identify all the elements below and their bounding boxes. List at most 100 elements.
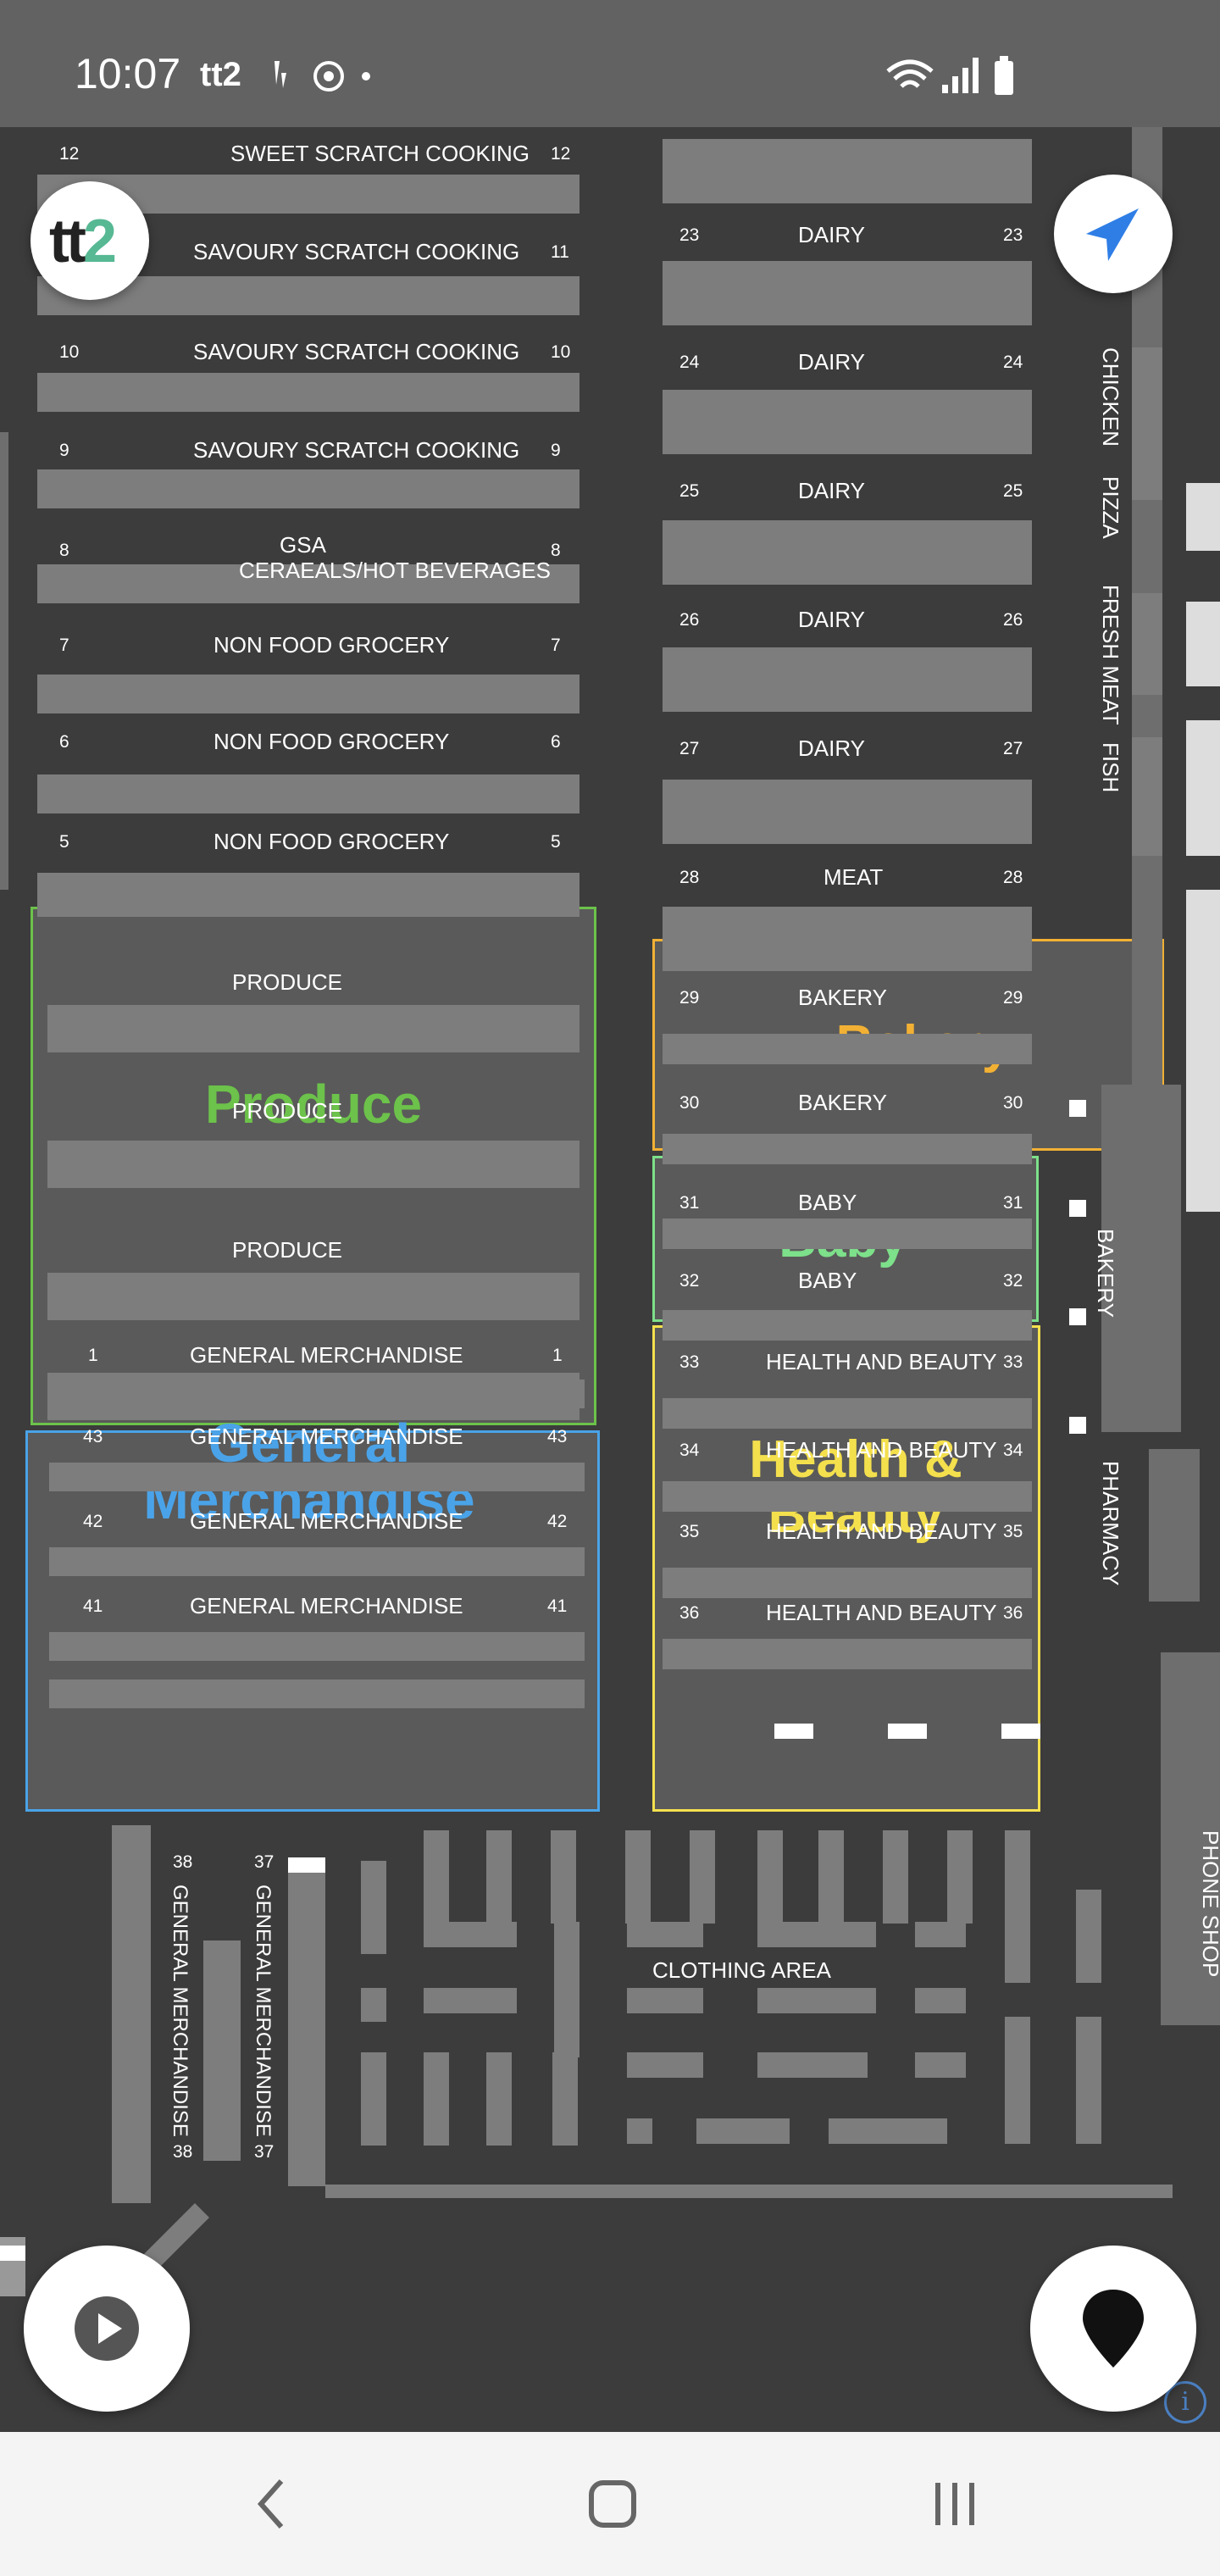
clothing-rack — [486, 2052, 512, 2146]
clothing-rack — [915, 2052, 966, 2078]
aisle-number: 34 — [1003, 1441, 1023, 1460]
clothing-rack — [627, 1988, 703, 2013]
play-icon — [75, 2296, 139, 2361]
home-icon[interactable] — [586, 2476, 639, 2532]
aisle-label: NON FOOD GROCERY — [214, 729, 450, 754]
aisle-number: 23 — [1003, 225, 1023, 245]
aisle-shelf — [37, 675, 580, 713]
clothing-rack — [829, 2118, 947, 2144]
logo-text-a: tt — [49, 208, 86, 275]
aisle-label-secondary: CERAEALS/HOT BEVERAGES — [239, 558, 551, 583]
gm-aisle-37-shelf — [288, 1868, 325, 2186]
recents-icon[interactable] — [930, 2476, 979, 2532]
clothing-rack — [757, 1988, 876, 2013]
logo-button[interactable]: tt2 — [30, 181, 149, 300]
bakery-side-label: BAKERY — [1093, 1229, 1118, 1319]
locate-button[interactable] — [1054, 175, 1173, 293]
clothing-rack — [818, 1830, 844, 1924]
aisle-number: 12 — [551, 144, 571, 164]
clothing-rack — [1076, 2017, 1101, 2144]
aisle-number: 26 — [679, 610, 700, 630]
produce-zone-title: Produce — [204, 1074, 423, 1135]
pin-button[interactable] — [1030, 2246, 1196, 2412]
clothing-rack — [883, 1830, 908, 1924]
clothing-rack — [551, 1830, 576, 1924]
aisle-number: 42 — [83, 1512, 103, 1531]
gm-shelf — [49, 1547, 585, 1576]
produce-shelf — [47, 1273, 580, 1320]
fresh-meat-label: FRESH MEAT — [1098, 585, 1123, 725]
aisle-label: BABY — [798, 1190, 857, 1215]
aisle-number: 30 — [679, 1093, 700, 1113]
aisle-number: 37 — [254, 1852, 274, 1872]
clothing-rack — [424, 1830, 449, 1924]
door-marker — [288, 1857, 325, 1873]
aisle-label: HEALTH AND BEAUTY — [766, 1349, 997, 1374]
aisle-number: 43 — [547, 1427, 568, 1446]
aisle-shelf — [663, 647, 1032, 712]
produce-shelf — [47, 1141, 580, 1188]
aisle-shelf — [37, 873, 580, 917]
aisle-label: BABY — [798, 1268, 857, 1293]
left-wall — [0, 432, 8, 890]
display-unit — [1186, 483, 1220, 551]
aisle-number: 10 — [59, 342, 80, 362]
aisle-number: 28 — [679, 868, 700, 887]
clothing-rack — [424, 1922, 517, 1947]
display-unit — [1186, 602, 1220, 686]
aisle-number: 24 — [679, 353, 700, 372]
aisle-number: 38 — [173, 2142, 193, 2162]
aisle-shelf — [663, 1134, 1032, 1164]
aisle-number: 33 — [1003, 1352, 1023, 1372]
gm-row-label: GENERAL MERCHANDISE — [190, 1424, 463, 1449]
counter-marker — [1069, 1200, 1086, 1217]
aisle-number: 23 — [679, 225, 700, 245]
aisle-shelf — [663, 520, 1032, 585]
info-icon[interactable]: i — [1164, 2381, 1206, 2423]
aisle-label: HEALTH AND BEAUTY — [766, 1437, 997, 1463]
clothing-rack — [627, 1922, 703, 1947]
gm-shelf — [49, 1463, 585, 1491]
clothing-rack — [627, 2118, 652, 2144]
aisle-shelf — [663, 1034, 1032, 1064]
aisle-label: DAIRY — [798, 478, 865, 503]
aisle-number: 35 — [1003, 1522, 1023, 1541]
aisle-number: 8 — [551, 541, 561, 560]
general-merchandise-zone[interactable] — [25, 1430, 600, 1812]
aisle-number: 12 — [59, 144, 80, 164]
counter-marker — [1069, 1308, 1086, 1325]
back-icon[interactable] — [251, 2476, 293, 2532]
aisle-label: MEAT — [824, 864, 884, 890]
battery-icon — [995, 56, 1013, 95]
bottom-wall — [325, 2185, 1173, 2198]
aisle-number: 43 — [83, 1427, 103, 1446]
clothing-rack — [1005, 1830, 1030, 1890]
clothing-rack — [690, 1830, 715, 1924]
produce-row-label: PRODUCE — [232, 1098, 343, 1124]
map-pin-icon — [1083, 2290, 1144, 2368]
aisle-number: 41 — [547, 1596, 568, 1616]
aisle-number: 11 — [551, 242, 569, 262]
store-map[interactable]: Produce General Merchandise Bakery Baby … — [0, 127, 1220, 2432]
phone-shop-label: PHONE SHOP — [1198, 1830, 1220, 1978]
pharmacy-label: PHARMACY — [1098, 1461, 1123, 1586]
signal-icon — [942, 58, 979, 93]
aisle-number: 10 — [551, 342, 571, 362]
status-icons — [274, 61, 370, 92]
navigation-bar — [0, 2432, 1220, 2576]
aisle-shelf — [663, 1398, 1032, 1429]
clothing-rack — [915, 1988, 966, 2013]
aisle-number: 9 — [551, 441, 561, 460]
aisle-number: 34 — [679, 1441, 700, 1460]
clothing-rack — [757, 2052, 868, 2078]
aisle-number: 27 — [679, 739, 700, 758]
clothing-rack — [486, 1830, 512, 1924]
clothing-area-label: CLOTHING AREA — [652, 1957, 831, 1983]
chicken-counter — [1132, 347, 1162, 500]
aisle-number: 32 — [1003, 1271, 1023, 1291]
aisle-number: 30 — [1003, 1093, 1023, 1113]
gm-aisle-38-shelf — [112, 1825, 151, 2203]
aisle-number: 5 — [551, 832, 561, 852]
carrier-label: tt2 — [200, 56, 241, 93]
play-button[interactable] — [24, 2246, 190, 2412]
